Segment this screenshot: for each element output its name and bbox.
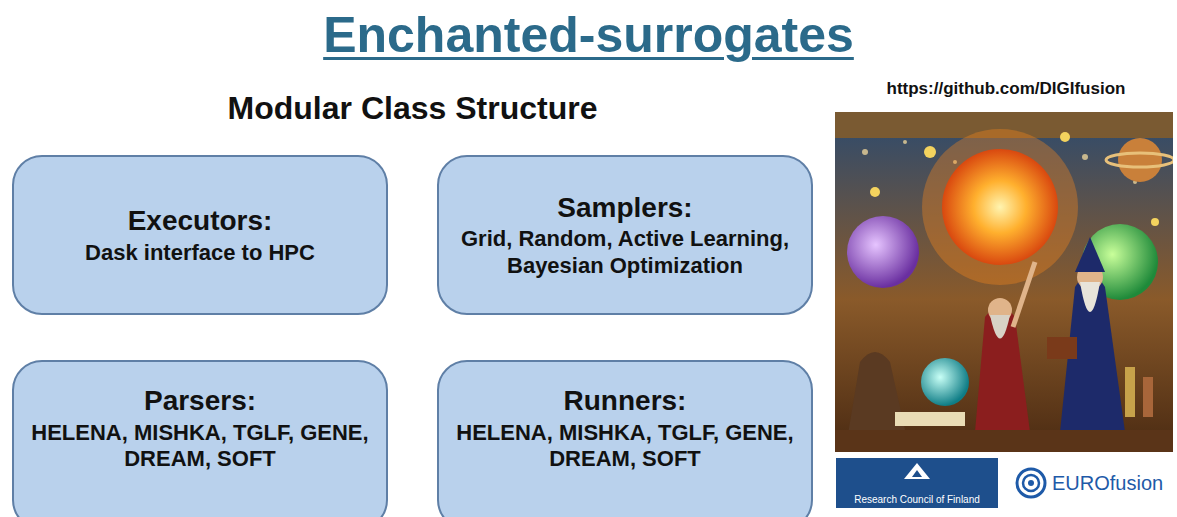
illustration	[835, 112, 1173, 452]
box-heading: Parsers:	[144, 384, 256, 418]
title: Enchanted-surrogates	[0, 6, 1177, 64]
module-box: Samplers:Grid, Random, Active Learning, …	[437, 155, 813, 315]
box-body: HELENA, MISHKA, TGLF, GENE, DREAM, SOFT	[455, 420, 795, 473]
eurofusion-icon	[1014, 466, 1048, 500]
module-box: Parsers:HELENA, MISHKA, TGLF, GENE, DREA…	[12, 360, 388, 517]
box-body: HELENA, MISHKA, TGLF, GENE, DREAM, SOFT	[30, 420, 370, 473]
funder-logo: Research Council of Finland	[836, 458, 998, 508]
box-heading: Research Council of Finland	[854, 494, 980, 506]
logo-text: EUROfusion	[1052, 472, 1163, 495]
module-box: Runners:HELENA, MISHKA, TGLF, GENE, DREA…	[437, 360, 813, 517]
subtitle: Modular Class Structure	[12, 90, 813, 127]
box-body: Dask interface to HPC	[85, 240, 315, 266]
box-heading: Samplers:	[557, 191, 692, 225]
box-body: Grid, Random, Active Learning, Bayesian …	[455, 226, 795, 279]
box-heading: Executors:	[128, 204, 273, 238]
url-label: https://github.com/DIGIfusion	[838, 79, 1174, 99]
logo-triangle	[902, 462, 932, 480]
module-box: Executors:Dask interface to HPC	[12, 155, 388, 315]
box-heading: Runners:	[564, 384, 687, 418]
